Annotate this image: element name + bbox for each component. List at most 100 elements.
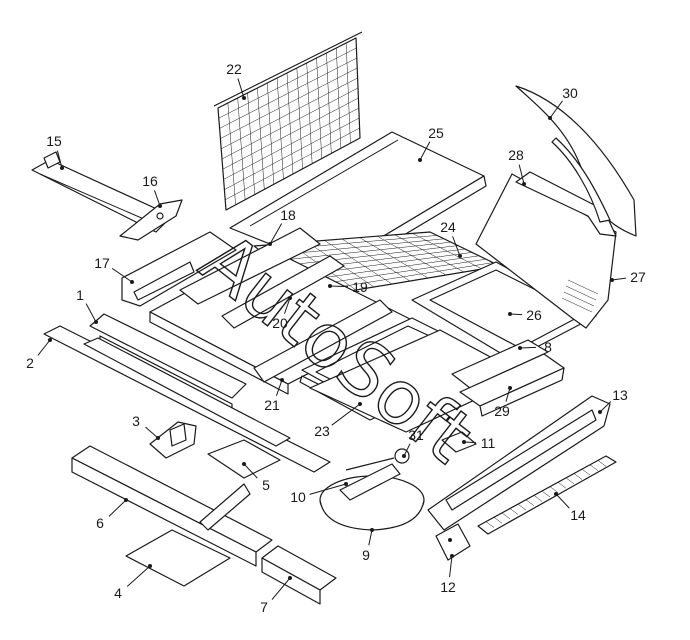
part-c-pillar-30: [515, 85, 637, 237]
callout-dot: [598, 410, 602, 414]
callout-label: 13: [612, 387, 628, 403]
callout-leader: [111, 267, 133, 283]
callout-dot: [242, 96, 246, 100]
callout-leader: [283, 297, 291, 314]
callout-label: 15: [46, 133, 62, 149]
callout-1: 1: [76, 287, 98, 324]
callout-16: 16: [142, 173, 162, 208]
callout-dot: [508, 312, 512, 316]
callout-4: 4: [114, 564, 152, 601]
callout-7: 7: [260, 576, 292, 615]
callout-leader: [126, 565, 151, 587]
callout-leader: [243, 463, 258, 479]
callout-leader: [419, 141, 431, 161]
callout-dot: [158, 204, 162, 208]
callout-leader: [368, 529, 373, 546]
callout-18: 18: [268, 207, 296, 246]
callout-leader: [237, 78, 245, 99]
part-bracket-12: [435, 523, 471, 561]
callout-dot: [548, 116, 552, 120]
callout-10: 10: [290, 482, 348, 505]
callout-label: 18: [280, 207, 296, 223]
callout-layer: 1234567891011121314151617181920212223242…: [26, 61, 646, 615]
callout-label: 26: [526, 307, 542, 323]
part-crossmember-29: [459, 353, 565, 417]
callout-label: 16: [142, 173, 158, 189]
callout-label: 21: [264, 397, 280, 413]
callout-leader: [519, 346, 537, 349]
callout-31: 31: [402, 427, 424, 458]
callout-label: 22: [226, 61, 242, 77]
callout-23: 23: [314, 402, 362, 439]
callout-15: 15: [46, 133, 64, 170]
callout-dot: [242, 462, 246, 466]
callout-28: 28: [508, 147, 526, 186]
callout-leader: [452, 236, 461, 257]
callout-dot: [280, 378, 284, 382]
callout-21: 21: [264, 378, 284, 413]
callout-leader: [509, 313, 523, 316]
callout-leader: [275, 379, 283, 396]
part-wheel-arch-28: [515, 171, 617, 237]
callout-label: 25: [428, 125, 444, 141]
callout-leader: [611, 277, 627, 281]
part-bracket-11: [441, 431, 477, 453]
callout-leader: [403, 443, 411, 457]
callout-dot: [418, 158, 422, 162]
callout-label: 31: [408, 427, 424, 443]
callout-leader: [37, 339, 51, 356]
callout-dot: [518, 346, 522, 350]
callout-30: 30: [548, 85, 578, 120]
callout-dot: [370, 528, 374, 532]
callout-label: 1: [76, 287, 84, 303]
callout-dot: [522, 182, 526, 186]
callout-leader: [449, 555, 453, 578]
callout-dot: [554, 492, 558, 496]
part-cargo-net: [213, 31, 363, 211]
callout-leader: [505, 387, 511, 402]
part-rear-panel-13: [427, 395, 611, 531]
callout-label: 17: [94, 255, 110, 271]
part-crossmember-8: [451, 339, 549, 389]
callout-3: 3: [132, 413, 160, 440]
callout-dot: [508, 386, 512, 390]
callout-5: 5: [242, 462, 270, 493]
callout-leader: [309, 483, 347, 495]
callout-leader: [108, 499, 127, 517]
callout-leader: [549, 100, 563, 119]
part-sill-plate-14: [477, 455, 617, 535]
callout-6: 6: [96, 498, 128, 531]
part-spare-well: [299, 317, 527, 433]
callout-leader: [599, 401, 612, 413]
callout-leader: [271, 577, 291, 600]
callout-17: 17: [94, 255, 134, 284]
callout-dot: [358, 402, 362, 406]
callout-25: 25: [418, 125, 444, 162]
callout-label: 5: [262, 477, 270, 493]
callout-label: 27: [630, 269, 646, 285]
part-rail-bracket: [119, 199, 183, 241]
callout-label: 28: [508, 147, 524, 163]
callout-label: 12: [440, 579, 456, 595]
callout-leader: [329, 285, 349, 288]
callout-label: 19: [352, 279, 368, 295]
callout-2: 2: [26, 338, 52, 371]
callout-label: 11: [481, 435, 496, 451]
callout-leader: [331, 403, 361, 426]
callout-dot: [130, 280, 134, 284]
callout-26: 26: [508, 307, 542, 323]
part-lower-rail-6: [71, 445, 273, 567]
callout-dot: [60, 166, 64, 170]
part-side-rail-2: [43, 325, 331, 473]
callout-dot: [450, 554, 454, 558]
callout-dot: [94, 320, 98, 324]
callout-label: 8: [544, 339, 552, 355]
callout-24: 24: [440, 219, 462, 258]
callout-leader: [269, 223, 283, 245]
part-lower-rail-7: [261, 545, 337, 605]
callout-leader: [555, 493, 570, 509]
callout-label: 20: [272, 315, 288, 331]
part-side-sill-17: [121, 231, 237, 307]
callout-label: 6: [96, 515, 104, 531]
callout-dot: [288, 576, 292, 580]
